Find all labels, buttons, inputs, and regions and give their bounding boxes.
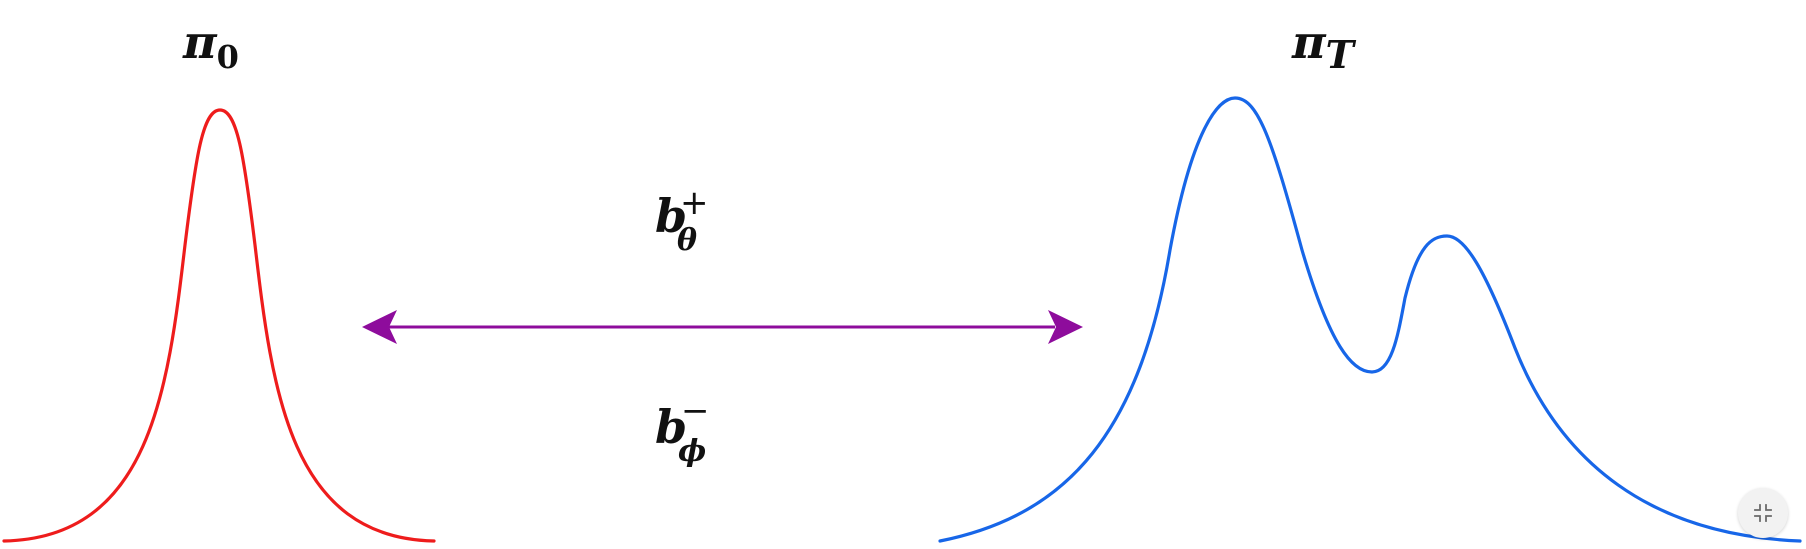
left-distribution-label: π0	[182, 15, 239, 76]
collapse-icon	[1754, 504, 1772, 522]
forward-drift-label: b	[655, 189, 687, 243]
right-label-subscript: T	[1326, 32, 1357, 77]
right-distribution-curve	[938, 96, 1802, 543]
left-label-symbol: π	[182, 15, 218, 69]
right-distribution-label: πT	[1291, 15, 1357, 77]
double-headed-arrow	[362, 310, 1083, 344]
arrow-head-left	[362, 310, 397, 344]
right-label-symbol: π	[1291, 15, 1327, 69]
left-label-subscript: 0	[217, 38, 239, 76]
collapse-button[interactable]	[1738, 488, 1788, 538]
forward-drift-subscript: θ	[677, 223, 697, 258]
backward-drift-symbol: b	[655, 400, 687, 454]
backward-drift-subscript: ϕ	[678, 434, 706, 469]
arrow-head-right	[1048, 310, 1083, 344]
forward-drift-symbol: b	[655, 189, 687, 243]
left-distribution-curve	[2, 108, 436, 543]
backward-drift-label: b	[655, 400, 687, 454]
backward-drift-superscript: −	[681, 391, 710, 431]
forward-drift-superscript: +	[680, 183, 709, 223]
